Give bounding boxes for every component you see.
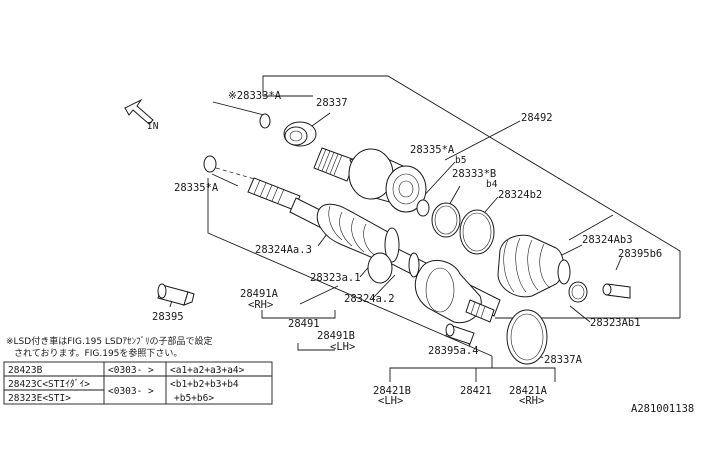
direction-arrow: IN bbox=[124, 98, 159, 132]
footnote-line2: されております。FIG.195を参照下さい。 bbox=[14, 347, 182, 359]
direction-label: IN bbox=[147, 121, 159, 132]
label-28335a-left: 28335*A bbox=[174, 182, 219, 194]
label-28491a: 28491A bbox=[240, 288, 279, 300]
label-28395: 28395 bbox=[152, 311, 184, 323]
table-row1-period: <0303- > bbox=[108, 365, 154, 376]
label-28491: 28491 bbox=[288, 318, 320, 330]
table-row2-period: <0303- > bbox=[108, 386, 154, 397]
table-row1-contents: <a1+a2+a3+a4> bbox=[170, 365, 245, 376]
label-28337: 28337 bbox=[316, 97, 348, 109]
table-row2-contents: <b1+b2+b3+b4 bbox=[170, 379, 239, 390]
table-row3-contents: +b5+b6> bbox=[174, 393, 214, 404]
outer-boot-kit bbox=[497, 234, 631, 365]
label-rh-lower: <RH> bbox=[519, 395, 544, 407]
label-28492: 28492 bbox=[521, 112, 553, 124]
label-lh-upper: <LH> bbox=[330, 341, 355, 353]
label-28324a2: 28324a.2 bbox=[344, 293, 395, 305]
lower-shaft-assembly bbox=[203, 155, 501, 324]
table-row1-part: 28423B bbox=[8, 365, 43, 376]
footnote: ※LSD付き車はFIG.195 LSDｱｾﾝﾌﾞﾘの子部品で設定 されております… bbox=[6, 335, 213, 359]
diagram-code: A281001138 bbox=[631, 403, 694, 415]
label-28421b: 28421B bbox=[373, 385, 411, 397]
label-28333a: ※28333*A bbox=[228, 90, 282, 102]
label-28421a: 28421A bbox=[509, 385, 548, 397]
label-28395b6: 28395b6 bbox=[618, 248, 662, 260]
label-28333b: 28333*B bbox=[452, 168, 496, 180]
label-28491b: 28491B bbox=[317, 330, 355, 342]
label-28324b2: 28324b2 bbox=[498, 189, 542, 201]
grease-tubes bbox=[157, 283, 475, 345]
label-b5: b5 bbox=[455, 155, 466, 166]
label-lh-lower: <LH> bbox=[378, 395, 403, 407]
kit-table: 28423B <0303- > <a1+a2+a3+a4> 28423C<STI… bbox=[3, 361, 273, 405]
label-28324a3: 28324Aa.3 bbox=[255, 244, 312, 256]
label-28395a4: 28395a.4 bbox=[428, 345, 479, 357]
label-28323a1: 28323a.1 bbox=[310, 272, 361, 284]
label-28337a: 28337A bbox=[544, 354, 583, 366]
upper-shaft-assembly bbox=[259, 113, 495, 255]
table-row3-part: 28323E<STI> bbox=[8, 393, 71, 404]
label-28335a-top: 28335*A bbox=[410, 144, 455, 156]
snap-ring-28333a bbox=[259, 113, 271, 129]
label-rh-upper: <RH> bbox=[248, 299, 273, 311]
label-28324ab3: 28324Ab3 bbox=[582, 234, 633, 246]
table-row2-part: 28423C<STIｲﾀﾞｲ> bbox=[8, 379, 90, 390]
label-b4: b4 bbox=[486, 179, 498, 190]
label-28323ab1: 28323Ab1 bbox=[590, 317, 641, 329]
label-28421: 28421 bbox=[460, 385, 492, 397]
footnote-line1: ※LSD付き車はFIG.195 LSDｱｾﾝﾌﾞﾘの子部品で設定 bbox=[6, 335, 213, 347]
part-labels: ※28333*A 28337 28492 28335*A b5 28333*B … bbox=[152, 90, 662, 407]
leader-lines bbox=[169, 75, 681, 382]
